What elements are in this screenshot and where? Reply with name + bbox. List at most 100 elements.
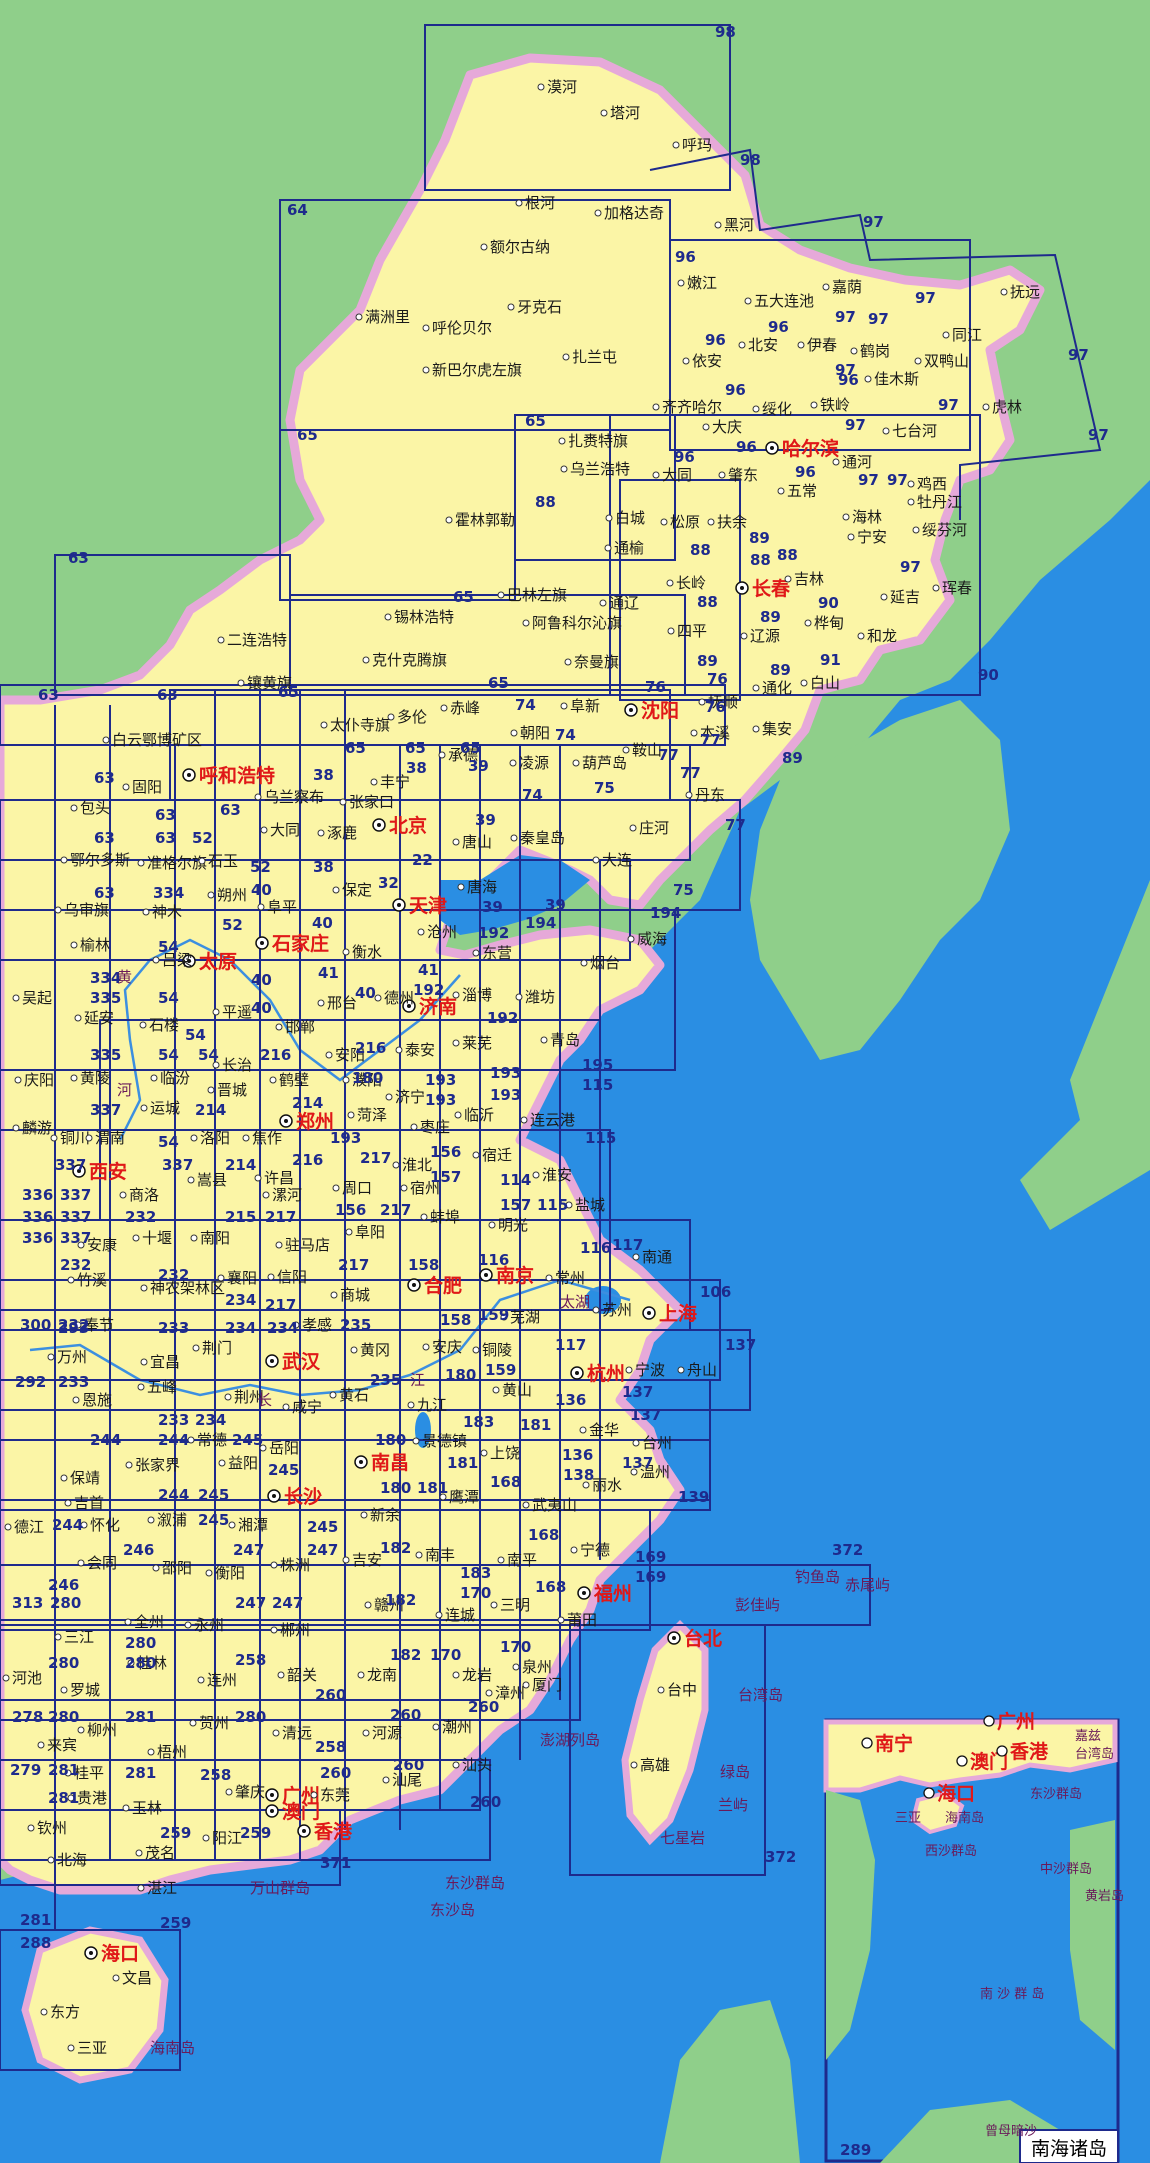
- page-number: 114: [500, 1171, 531, 1189]
- city-label: 绥芬河: [922, 521, 967, 539]
- sea-label: 七星岩: [660, 1829, 705, 1847]
- capital-label: 香港: [313, 1821, 353, 1843]
- city-label: 清远: [282, 1724, 312, 1742]
- sea-label: 钓鱼岛: [795, 1568, 840, 1586]
- city-label: 连云港: [530, 1111, 575, 1129]
- city-label: 德州: [384, 989, 414, 1007]
- city-dot-icon: [272, 1729, 280, 1737]
- capital-label: 北京: [389, 814, 427, 837]
- city-dot-icon: [190, 1134, 198, 1142]
- city-dot-icon: [254, 793, 262, 801]
- page-number: 192: [478, 924, 509, 942]
- city-label: 贵港: [77, 1789, 107, 1807]
- page-number: 260: [468, 1698, 499, 1716]
- city-label: 保定: [342, 881, 372, 899]
- city-dot-icon: [132, 1234, 140, 1242]
- city-label: 张家界: [135, 1456, 180, 1474]
- city-dot-icon: [60, 1474, 68, 1482]
- city-label: 塔河: [610, 104, 640, 122]
- page-number: 96: [795, 463, 816, 481]
- page-number: 157: [430, 1168, 461, 1186]
- page-number: 74: [522, 786, 543, 804]
- page-number: 313: [12, 1594, 43, 1612]
- capital-label: 上海: [659, 1302, 697, 1325]
- city-dot-icon: [864, 375, 872, 383]
- city-dot-icon: [632, 1253, 640, 1261]
- page-number: 63: [68, 549, 89, 567]
- inset-frame[interactable]: [824, 1718, 1120, 2163]
- city-dot-icon: [800, 679, 808, 687]
- inset-label: 中沙群岛: [1040, 1861, 1092, 1877]
- city-dot-icon: [270, 1561, 278, 1569]
- city-dot-icon: [70, 804, 78, 812]
- city-dot-icon: [497, 591, 505, 599]
- city-label: 台州: [642, 1434, 672, 1452]
- city-label: 五常: [787, 482, 817, 500]
- city-label: 五峰: [147, 1378, 177, 1396]
- city-dot-icon: [677, 279, 685, 287]
- city-dot-icon: [80, 1521, 88, 1529]
- page-number: 247: [233, 1541, 264, 1559]
- taiwan-island: [621, 1620, 709, 1846]
- city-label: 茂名: [145, 1844, 175, 1862]
- capital-star-center: [740, 586, 744, 590]
- page-number: 335: [90, 1046, 121, 1064]
- capital-label: 长春: [752, 577, 790, 600]
- page-number: 63: [157, 686, 178, 704]
- city-dot-icon: [150, 1074, 158, 1082]
- city-label: 双鸭山: [924, 352, 969, 370]
- inset-label: 南 沙 群 岛: [980, 1986, 1044, 2002]
- city-label: 苏州: [602, 1301, 632, 1319]
- page-number: 216: [292, 1151, 323, 1169]
- capital-star-center: [575, 1371, 579, 1375]
- page-number: 97: [863, 213, 884, 231]
- city-dot-icon: [440, 704, 448, 712]
- page-number: 194: [650, 904, 681, 922]
- capital-label: 天津: [409, 894, 447, 917]
- page-index-grid: [0, 24, 1102, 2071]
- page-number: 181: [447, 1454, 478, 1472]
- page-number: 260: [390, 1706, 421, 1724]
- page-number: 40: [251, 999, 272, 1017]
- page-number: 170: [460, 1584, 491, 1602]
- page-number: 195: [582, 1056, 613, 1074]
- city-dot-icon: [942, 331, 950, 339]
- city-dot-icon: [259, 1444, 267, 1452]
- page-number: 180: [445, 1366, 476, 1384]
- city-dot-icon: [325, 1051, 333, 1059]
- city-dot-icon: [560, 465, 568, 473]
- city-dot-icon: [187, 1436, 195, 1444]
- sea-label: 东沙岛: [430, 1901, 475, 1919]
- city-dot-icon: [362, 1729, 370, 1737]
- page-number: 90: [818, 594, 839, 612]
- city-label: 襄阳: [227, 1269, 257, 1287]
- city-dot-icon: [417, 928, 425, 936]
- city-dot-icon: [515, 993, 523, 1001]
- page-number: 217: [265, 1208, 296, 1226]
- city-label: 焦作: [252, 1129, 282, 1147]
- page-number: 115: [585, 1129, 616, 1147]
- city-label: 加格达奇: [604, 204, 664, 222]
- page-number: 334: [90, 969, 121, 987]
- city-label: 怀化: [90, 1516, 120, 1534]
- city-dot-icon: [2, 1674, 10, 1682]
- city-label: 鹤壁: [279, 1071, 309, 1089]
- city-dot-icon: [74, 1321, 82, 1329]
- page-number: 54: [158, 1046, 179, 1064]
- page-number: 40: [251, 881, 272, 899]
- city-dot-icon: [275, 1241, 283, 1249]
- city-dot-icon: [189, 1719, 197, 1727]
- city-dot-icon: [507, 303, 515, 311]
- city-label: 肇东: [728, 466, 758, 484]
- city-label: 延安: [84, 1009, 114, 1027]
- city-label: 唐山: [462, 833, 492, 851]
- bohai-sea: [440, 855, 590, 935]
- capital-label: 武汉: [282, 1351, 321, 1373]
- page-number: 88: [750, 551, 771, 569]
- page-number: 232: [58, 1316, 89, 1334]
- sea-label: 赤尾屿: [845, 1576, 890, 1594]
- city-dot-icon: [395, 1046, 403, 1054]
- city-label: 吕梁: [162, 951, 192, 969]
- page-number: 64: [287, 201, 308, 219]
- page-number: 89: [782, 749, 803, 767]
